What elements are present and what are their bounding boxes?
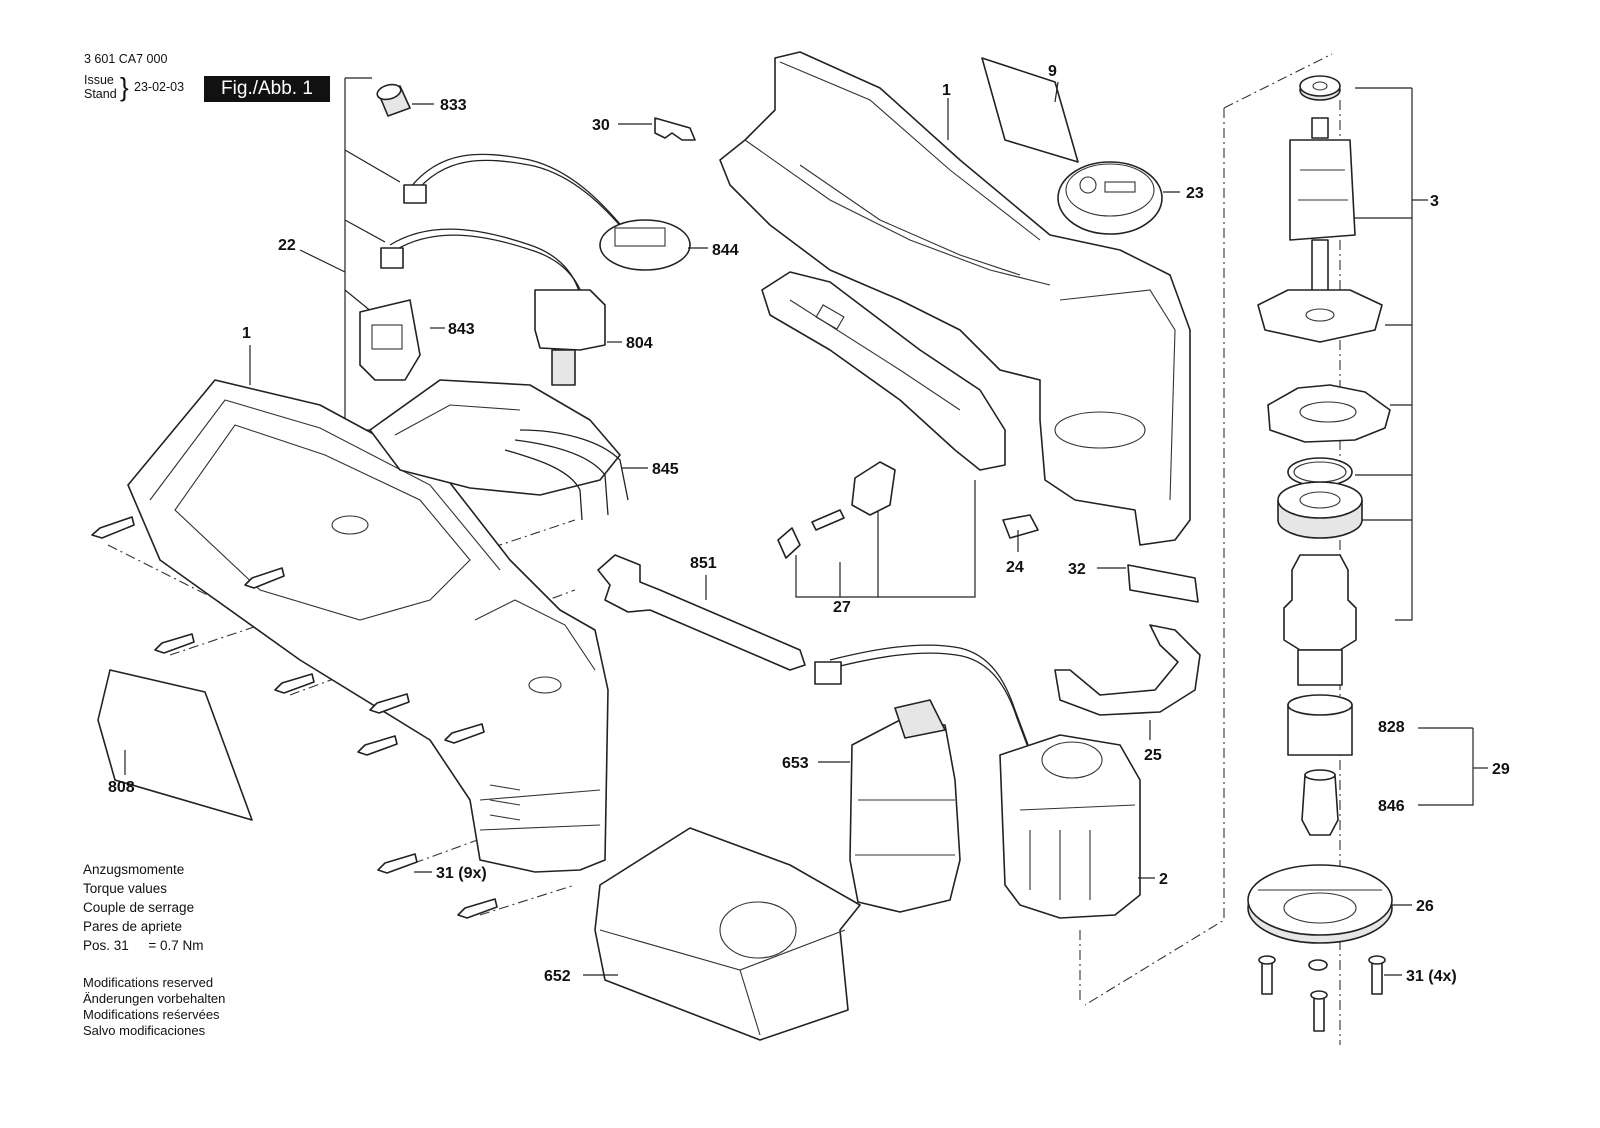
issue-label: Issue bbox=[84, 73, 114, 87]
housing-right-half bbox=[719, 51, 1191, 546]
charger-652 bbox=[594, 827, 861, 1041]
leader-lines bbox=[124, 81, 1428, 976]
label-653: 653 bbox=[782, 755, 809, 772]
clip-24 bbox=[1002, 514, 1039, 539]
torque-line-en: Torque values bbox=[83, 881, 168, 896]
label-846: 846 bbox=[1378, 798, 1405, 815]
mod-line-en: Modifications reserved bbox=[83, 975, 214, 990]
collet-846 bbox=[1301, 769, 1339, 836]
label-652: 652 bbox=[544, 968, 571, 985]
label-29: 29 bbox=[1492, 761, 1510, 778]
flange-26 bbox=[1247, 864, 1393, 944]
modification-notes: Modifications reserved Änderungen vorbeh… bbox=[83, 975, 225, 1039]
label-25: 25 bbox=[1144, 747, 1162, 764]
torque-pos-value: = 0.7 Nm bbox=[148, 938, 204, 953]
label-804: 804 bbox=[626, 335, 653, 352]
switch-spring-27 bbox=[777, 461, 896, 559]
screws-bottom bbox=[1258, 955, 1386, 1032]
motor-wires bbox=[814, 644, 1033, 759]
battery-pack-653 bbox=[849, 699, 961, 913]
torque-pos-label: Pos. 31 bbox=[83, 938, 129, 953]
label-31-4x: 31 (4x) bbox=[1406, 968, 1457, 985]
label-844: 844 bbox=[712, 242, 739, 259]
figure-label: Fig./Abb. 1 bbox=[204, 76, 330, 102]
label-sticker-9 bbox=[981, 57, 1079, 163]
part-labels: 833 30 9 1 23 3 22 844 843 804 1 845 24 … bbox=[108, 63, 1510, 985]
electronics-module-845 bbox=[369, 379, 629, 521]
torque-line-es: Pares de apriete bbox=[83, 919, 183, 934]
doc-number: 3 601 CA7 000 bbox=[84, 52, 168, 66]
sleeve-833 bbox=[376, 83, 411, 117]
brace: } bbox=[120, 72, 129, 102]
label-833: 833 bbox=[440, 97, 467, 114]
torque-pos-line: Pos. 31 = 0.7 Nm bbox=[83, 936, 203, 955]
handle-cover bbox=[761, 271, 1006, 471]
label-828: 828 bbox=[1378, 719, 1405, 736]
label-30: 30 bbox=[592, 117, 610, 134]
bracket-843 bbox=[359, 299, 421, 381]
strip-32 bbox=[1127, 564, 1199, 603]
wire-harness-804 bbox=[380, 228, 606, 386]
torque-line-fr: Couple de serrage bbox=[83, 900, 195, 915]
label-843: 843 bbox=[448, 321, 475, 338]
label-27: 27 bbox=[833, 599, 851, 616]
label-2: 2 bbox=[1159, 871, 1168, 888]
label-22: 22 bbox=[278, 237, 296, 254]
label-1-right: 1 bbox=[942, 82, 951, 99]
mod-line-de: Änderungen vorbehalten bbox=[83, 991, 226, 1006]
label-31-9x: 31 (9x) bbox=[436, 865, 487, 882]
label-9: 9 bbox=[1048, 63, 1057, 80]
bracket-lines bbox=[344, 77, 1488, 806]
label-808: 808 bbox=[108, 779, 135, 796]
label-26: 26 bbox=[1416, 898, 1434, 915]
label-32: 32 bbox=[1068, 561, 1086, 578]
bearing-top bbox=[1299, 75, 1341, 101]
issue-date: 23-02-03 bbox=[134, 80, 185, 94]
sticker-808 bbox=[97, 669, 253, 821]
cap-23 bbox=[1057, 161, 1163, 235]
ball-bearing bbox=[1277, 481, 1363, 539]
mod-line-fr: Modifications reśervées bbox=[83, 1007, 220, 1022]
spindle bbox=[1283, 554, 1357, 686]
torque-line-de: Anzugsmomente bbox=[83, 862, 185, 877]
torque-notes: Anzugsmomente Torque values Couple de se… bbox=[83, 860, 203, 955]
wire-harness-844 bbox=[403, 153, 691, 271]
baffle-plate bbox=[1267, 384, 1391, 443]
label-845: 845 bbox=[652, 461, 679, 478]
label-1-left: 1 bbox=[242, 325, 251, 342]
nut-828 bbox=[1287, 694, 1353, 756]
stator-2 bbox=[999, 734, 1141, 919]
wrench-851 bbox=[597, 554, 806, 671]
stand-label: Stand bbox=[84, 87, 117, 101]
screws-left bbox=[91, 516, 498, 919]
mod-line-es: Salvo modificaciones bbox=[83, 1023, 206, 1038]
label-851: 851 bbox=[690, 555, 717, 572]
bracket-25 bbox=[1054, 624, 1201, 716]
label-3: 3 bbox=[1430, 193, 1439, 210]
armature-rotor bbox=[1257, 117, 1383, 343]
clip-30 bbox=[654, 117, 696, 141]
label-24: 24 bbox=[1006, 559, 1024, 576]
label-23: 23 bbox=[1186, 185, 1204, 202]
